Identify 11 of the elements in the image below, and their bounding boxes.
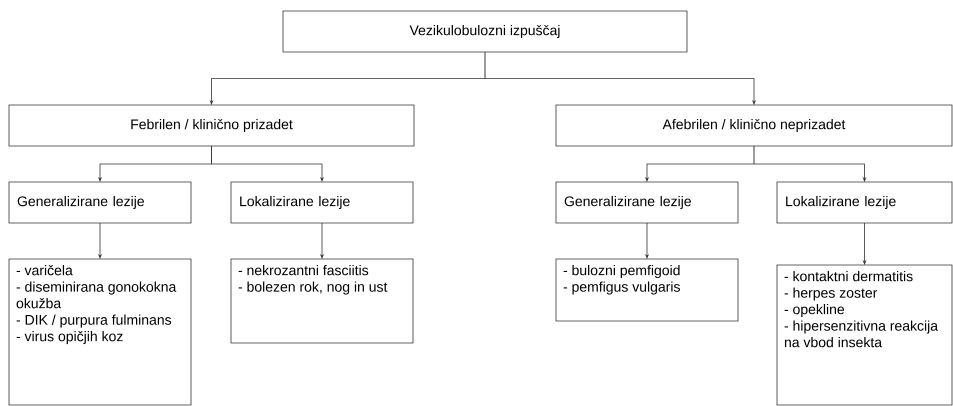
list-box: - kontaktni dermatitis - herpes zoster - opekline - hipersenzitivna reakcija na vbod insekta xyxy=(776,264,952,406)
list-box: - varičela - diseminirana gonokokna okužba - DIK / purpura fulminans - virus opičjih koz xyxy=(8,258,192,406)
category-box: Febrilen / klinično prizadet xyxy=(8,104,414,146)
category-box: Afebrilen / klinično neprizadet xyxy=(556,104,952,146)
category-box: Generalizirane lezije xyxy=(556,182,738,224)
category-box: Generalizirane lezije xyxy=(8,182,192,224)
category-box: Vezikulobulozni izpuščaj xyxy=(282,10,688,52)
list-box: - nekrozantni fasciitis - bolezen rok, nog in ust xyxy=(230,258,414,344)
category-box: Lokalizirane lezije xyxy=(230,182,414,224)
list-box: - bulozni pemfigoid - pemfigus vulgaris xyxy=(556,258,738,322)
category-box: Lokalizirane lezije xyxy=(776,182,952,224)
